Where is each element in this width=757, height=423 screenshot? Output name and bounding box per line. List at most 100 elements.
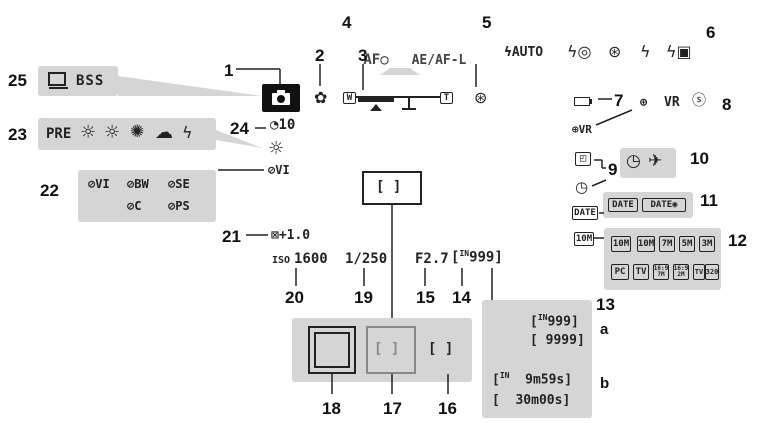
panel-scene-modes [38,118,216,150]
callout-9: 9 [608,160,618,179]
flash-red-eye-icon: ϟ◎ [567,42,592,61]
flash-fill-icon: ϟ [640,42,651,61]
focus-frame-grey [366,326,416,374]
date-counter-option: DATE◉ [642,198,686,212]
image-mode-7m: 7M [659,236,675,252]
panel-focus-area [292,318,472,382]
fluorescent-icon: ✺ [130,122,145,142]
callout-10: 10 [690,149,709,168]
frames-remaining: [IN999] [451,249,503,266]
focus-brackets: [ ] [376,179,402,195]
panel-time-zone [620,148,676,178]
continuous-shooting-icon [48,72,68,89]
motion-detection-icon: ⓢ [692,93,706,109]
image-mode-16-9-2m: 16:9 2M [673,264,689,280]
movie-tv-option: TV [693,264,705,280]
date-imprint-label: DATE [572,206,598,220]
color-mode-bw: ⊘BW [127,177,149,191]
image-mode-icon: 10M [574,232,594,246]
focus-frame-large [308,326,356,374]
callout-8: 8 [722,95,732,114]
cloud-icon: ☁ [155,122,173,143]
callout-22: 22 [40,181,59,200]
shutter-speed: 1/250 [345,251,388,267]
callout-6: 6 [706,23,716,42]
callout-15: 15 [416,288,435,307]
callout-17: 17 [383,399,402,418]
callout-b: b [600,375,610,392]
bss-label: BSS [76,73,105,89]
callout-12: 12 [728,231,747,250]
zoom-tele-label: T [440,92,453,104]
movie-320-option: 320 [705,264,719,280]
callout-25: 25 [8,71,27,90]
af-indicator: AF○ [363,52,389,68]
color-mode-ps: ⊘PS [168,199,190,213]
image-mode-5m: 5M [679,236,695,252]
callout-24: 24 [230,119,249,138]
face-priority-icon: ⊛ [474,88,488,107]
zoom-bar [356,96,440,98]
callout-3: 3 [358,46,368,65]
panel-date-imprint [603,192,693,218]
panel-color-modes [78,170,216,222]
camera-icon [272,90,290,105]
callout-16: 16 [438,399,457,418]
callout-13: 13 [596,295,615,314]
battery-icon [574,97,590,106]
callout-11: 11 [700,191,718,210]
image-mode-pc: PC [611,264,629,280]
zoom-wide-label: W [343,92,356,104]
zoom-position-indicator [370,104,382,111]
image-mode-16-9-7m: 16:9 7M [653,264,669,280]
battery-tip [590,99,592,104]
macro-tulip-icon: ✿ [314,88,328,107]
travel-airplane-icon: ✈ [648,151,663,171]
date-option: DATE [608,198,638,212]
home-time-clock-icon: ◷ [626,151,641,171]
callout-4: 4 [342,13,352,32]
vr-hybrid-icon: ⊕ [640,95,648,109]
callout-2: 2 [315,46,325,65]
image-mode-10m: 10M [637,236,655,252]
callout-a: a [600,321,609,338]
vr-mode-icon: VR [664,95,680,110]
callout-18: 18 [322,399,341,418]
frames-a-line2: [ 9999] [530,333,585,348]
color-mode-vi: ⊘VI [88,177,110,191]
callout-14: 14 [452,288,471,307]
color-mode-vivid: ⊘VI [268,163,290,177]
preset-label: PRE [46,126,72,142]
sun-icon: ☼ [80,122,97,143]
exposure-compensation: ⊠+1.0 [271,228,311,243]
iso-label: ISO [272,255,291,266]
print-date-icon: ◰ [575,152,591,166]
focus-frame-brackets: [ ] [428,341,454,357]
flash-slow-sync-icon: ϟ▣ [666,42,692,61]
frames-b-line2: [ 30m00s] [492,393,571,408]
ae-af-lock-indicator: AE/AF-L [411,52,467,68]
focus-frame-large-inner [314,332,350,368]
zoom-bar-fill [358,96,394,102]
zoom-marker-base [402,108,416,110]
zoom-marker [408,96,410,108]
callout-21: 21 [222,227,241,246]
callout-19: 19 [354,288,373,307]
callout-23: 23 [8,125,27,144]
flash-wb-icon: ϟ [182,123,193,142]
callout-7: 7 [614,91,624,110]
self-timer: ◔10 [270,117,296,133]
flash-auto: ϟAUTO [504,45,544,60]
image-mode-10m-star: 10M [611,236,631,252]
image-mode-3m: 3M [699,236,715,252]
panel-continuous-bss [38,66,118,96]
iso-value: 1600 [294,251,328,267]
frames-b-line1: [IN 9m59s] [492,371,573,388]
focus-frame-grey-brackets: [ ] [374,341,400,357]
color-mode-c: ⊘C [127,199,142,213]
flash-off-icon: ⊛ [608,42,622,61]
focus-area-frame [362,171,422,205]
